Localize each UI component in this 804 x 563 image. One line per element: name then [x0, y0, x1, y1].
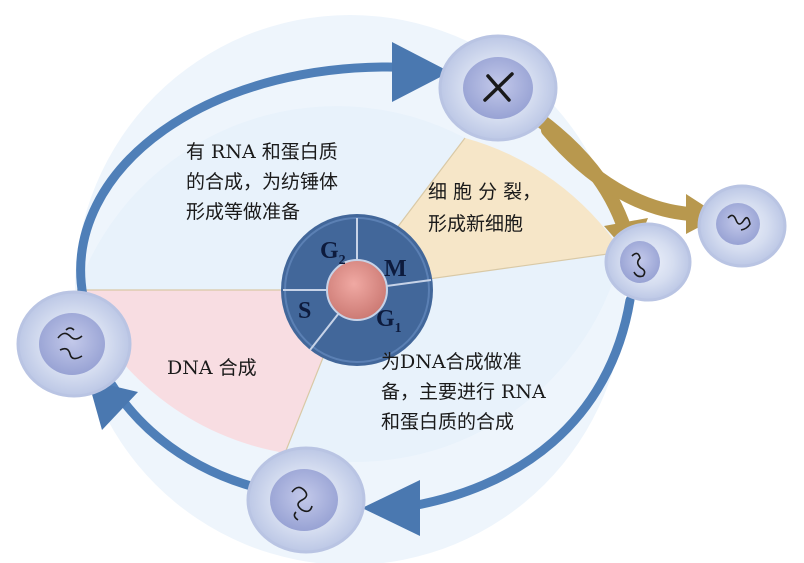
- cell-g1: [246, 446, 366, 554]
- cycle-ring-arc-bottom-right: [395, 295, 635, 513]
- cell-daughter-lower: [604, 222, 692, 302]
- cycle-arrowhead-top: [392, 42, 450, 102]
- chromatin-icon: [631, 252, 646, 278]
- g1-label: G1: [376, 306, 402, 336]
- g2-label: G2: [320, 238, 346, 268]
- cell-s: [16, 290, 132, 398]
- chromatin-icon: [291, 486, 313, 521]
- chromosome-x-icon: [483, 72, 514, 102]
- cycle-arrowhead-left: [88, 380, 138, 430]
- phase-disk-core: [326, 259, 388, 321]
- m-description: 细 胞 分 裂， 形成新细胞: [428, 181, 547, 235]
- cell-metaphase: [438, 34, 558, 142]
- cycle-ring-arc-top: [76, 62, 425, 301]
- division-arrow-upper: [541, 123, 697, 221]
- s-sector: [77, 290, 350, 453]
- s-description: DNA 合成: [167, 357, 257, 379]
- g2-description: 有 RNA 和蛋白质 的合成，为纺锤体 形成等做准备: [186, 141, 344, 223]
- s-label: S: [298, 298, 311, 324]
- phase-disk: [281, 214, 433, 366]
- m-label: M: [384, 256, 407, 282]
- chromatin-icon: [57, 327, 83, 360]
- chromatin-icon: [727, 214, 751, 231]
- cycle-arrowhead-bottom-right: [362, 480, 420, 536]
- cell-daughter-right: [697, 184, 787, 268]
- g1-description: 为DNA合成做准 备，主要进行 RNA 和蛋白质的合成: [381, 351, 552, 433]
